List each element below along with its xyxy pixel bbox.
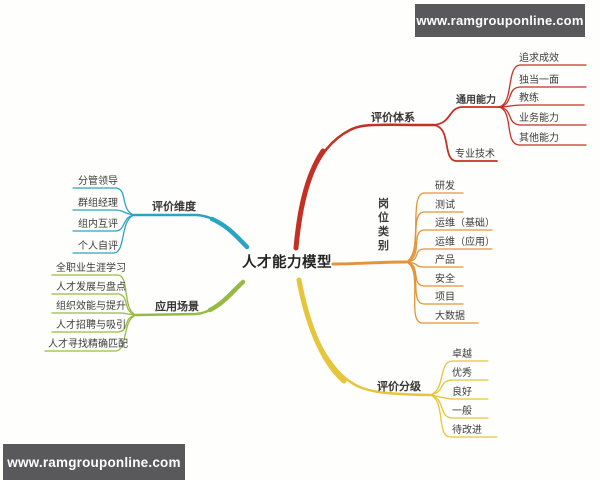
leaf-good[interactable]: 良好: [452, 387, 472, 398]
branch-label-position-category[interactable]: 岗位类别: [378, 198, 389, 252]
leaf-ops-basic[interactable]: 运维（基础）: [435, 218, 495, 229]
watermark-bottom: www.ramgrouponline.com: [3, 444, 185, 480]
leaf-pursue-results[interactable]: 追求成效: [519, 53, 559, 64]
node-professional-tech[interactable]: 专业技术: [455, 149, 495, 160]
branch-label-evaluation-grading[interactable]: 评价分级: [377, 381, 421, 393]
branch-label-evaluation-dimension[interactable]: 评价维度: [152, 201, 196, 213]
leaf-coach[interactable]: 教练: [519, 93, 539, 104]
leaf-average[interactable]: 一般: [452, 406, 472, 417]
leaf-other-ability[interactable]: 其他能力: [519, 133, 559, 144]
branch-position-category-lines: [331, 192, 493, 324]
leaf-org-efficiency[interactable]: 组织效能与提升: [56, 301, 126, 312]
leaf-business-ability[interactable]: 业务能力: [519, 113, 559, 124]
leaf-excellent-plus[interactable]: 卓越: [452, 349, 472, 360]
leaf-big-data[interactable]: 大数据: [435, 311, 465, 322]
leaf-rd[interactable]: 研发: [435, 181, 455, 192]
leaf-security[interactable]: 安全: [435, 274, 455, 285]
leaf-group-manager[interactable]: 群组经理: [78, 198, 118, 209]
node-general-ability[interactable]: 通用能力: [456, 95, 496, 106]
branch-label-evaluation-system[interactable]: 评价体系: [371, 112, 415, 124]
leaf-talent-matching[interactable]: 人才寻找精确匹配: [48, 339, 128, 350]
leaf-testing[interactable]: 测试: [435, 200, 455, 211]
leaf-talent-recruiting[interactable]: 人才招聘与吸引: [56, 320, 126, 331]
leaf-project[interactable]: 项目: [435, 292, 455, 303]
central-topic[interactable]: 人才能力模型: [242, 255, 332, 271]
leaf-ops-application[interactable]: 运维（应用）: [435, 237, 495, 248]
leaf-independent[interactable]: 独当一面: [519, 75, 559, 86]
branch-label-application-scenario[interactable]: 应用场景: [155, 301, 199, 313]
branch-evaluation-grading-lines: [296, 277, 498, 438]
leaf-product[interactable]: 产品: [435, 255, 455, 266]
leaf-supervising-leader[interactable]: 分管领导: [78, 176, 118, 187]
leaf-career-learning[interactable]: 全职业生涯学习: [56, 263, 126, 274]
leaf-self-review[interactable]: 个人自评: [78, 241, 118, 252]
leaf-excellent[interactable]: 优秀: [452, 368, 472, 379]
leaf-needs-improvement[interactable]: 待改进: [452, 425, 482, 436]
leaf-talent-development[interactable]: 人才发展与盘点: [56, 282, 126, 293]
branch-evaluation-system-lines: [293, 64, 587, 251]
watermark-top: www.ramgrouponline.com: [415, 4, 585, 37]
leaf-peer-review[interactable]: 组内互评: [78, 219, 118, 230]
branch-evaluation-dimension-lines: [72, 187, 250, 254]
branch-application-scenario-lines: [44, 274, 246, 352]
